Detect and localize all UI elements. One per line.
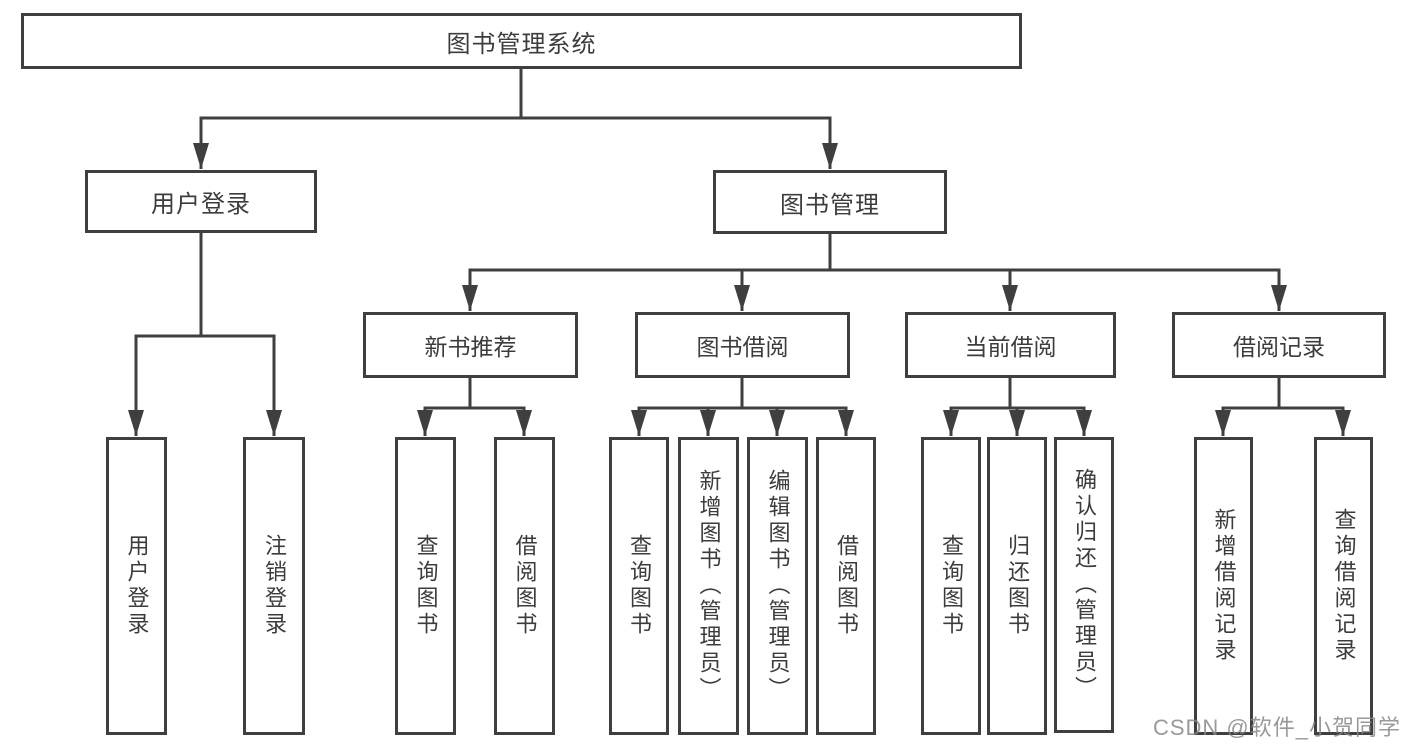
node-return-book: 归还图书: [987, 437, 1047, 735]
node-borrow-book-recommend: 借阅图书: [494, 437, 555, 735]
node-user-login-leaf: 用户登录: [106, 437, 167, 735]
node-book-borrow: 图书借阅: [635, 312, 850, 378]
node-logout-leaf-label: 注销登录: [262, 534, 287, 638]
node-borrow-book-leaf-label: 借阅图书: [834, 534, 859, 638]
node-query-book-borrow-label: 查询图书: [627, 534, 652, 638]
node-user-login-leaf-label: 用户登录: [124, 534, 150, 638]
node-current-borrow: 当前借阅: [905, 312, 1116, 378]
node-query-book-current-label: 查询图书: [939, 534, 964, 638]
node-root-label: 图书管理系统: [446, 30, 597, 58]
node-logout-leaf: 注销登录: [243, 437, 305, 735]
node-borrow-record: 借阅记录: [1172, 312, 1386, 378]
node-add-book-admin: 新增图书（管理员）: [678, 437, 739, 735]
node-query-book-recommend-label: 查询图书: [413, 534, 439, 638]
node-confirm-return-admin: 确认归还（管理员）: [1054, 437, 1114, 733]
node-root: 图书管理系统: [21, 13, 1022, 69]
node-edit-book-admin-label: 编辑图书（管理员）: [765, 469, 791, 703]
node-book-management-label: 图书管理: [780, 191, 880, 219]
node-user-login-label: 用户登录: [151, 191, 251, 218]
csdn-watermark: CSDN @软件_小贺同学: [1152, 715, 1401, 740]
node-borrow-book-recommend-label: 借阅图书: [512, 534, 538, 638]
node-add-borrow-record: 新增借阅记录: [1194, 437, 1253, 735]
node-query-book-current: 查询图书: [921, 437, 981, 735]
node-query-borrow-record: 查询借阅记录: [1314, 437, 1373, 735]
node-edit-book-admin: 编辑图书（管理员）: [747, 437, 808, 735]
node-new-book-recommend: 新书推荐: [363, 312, 578, 378]
node-return-book-label: 归还图书: [1005, 534, 1030, 638]
node-borrow-record-label: 借阅记录: [1233, 334, 1325, 360]
node-user-login: 用户登录: [85, 170, 317, 233]
node-query-book-borrow: 查询图书: [609, 437, 669, 735]
node-book-borrow-label: 图书借阅: [696, 334, 789, 360]
node-confirm-return-admin-label: 确认归还（管理员）: [1072, 468, 1097, 702]
node-current-borrow-label: 当前借阅: [964, 334, 1057, 360]
node-new-book-recommend-label: 新书推荐: [424, 334, 517, 360]
node-borrow-book-leaf: 借阅图书: [816, 437, 876, 735]
node-book-management: 图书管理: [713, 170, 947, 234]
node-add-borrow-record-label: 新增借阅记录: [1211, 508, 1237, 664]
node-query-borrow-record-label: 查询借阅记录: [1331, 508, 1357, 664]
node-query-book-recommend: 查询图书: [395, 437, 456, 735]
node-add-book-admin-label: 新增图书（管理员）: [696, 469, 722, 703]
